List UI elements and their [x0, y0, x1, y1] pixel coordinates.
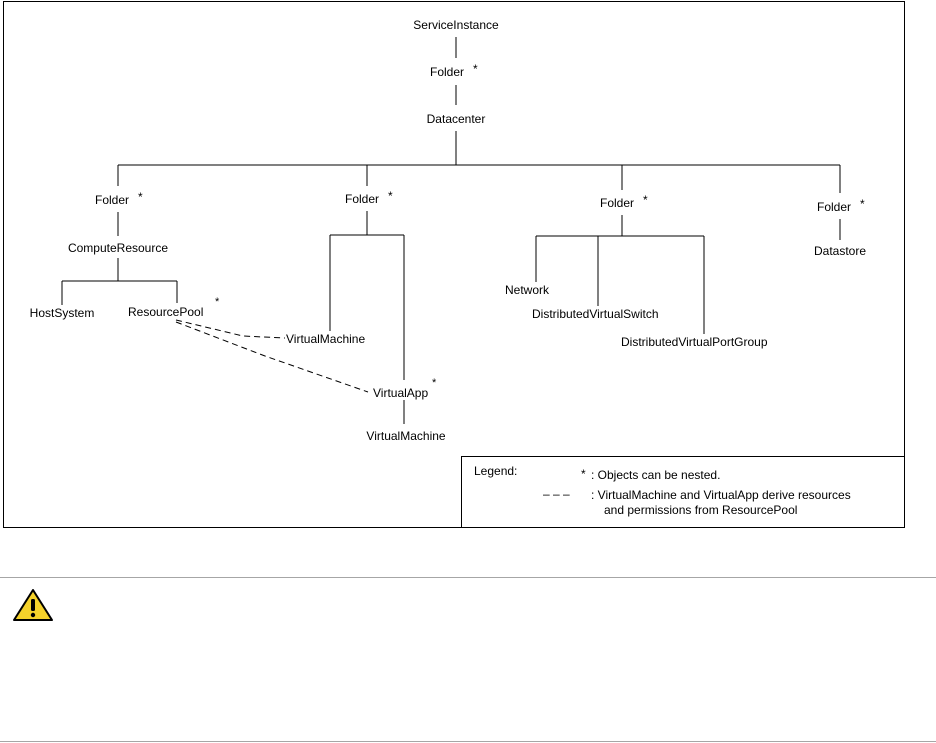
legend-dash-text-line2: and permissions from ResourcePool — [604, 503, 797, 517]
node-datacenter: Datacenter — [427, 112, 486, 126]
legend: Legend: * : Objects can be nested. – – –… — [461, 456, 905, 528]
divider-bottom — [0, 741, 936, 742]
diagram-frame — [3, 1, 905, 528]
node-resource-pool: ResourcePool — [128, 305, 203, 319]
nested-marker: * — [388, 189, 393, 203]
legend-dash-text: : VirtualMachine and VirtualApp derive r… — [591, 488, 851, 502]
tree-edges — [61, 37, 841, 424]
node-folder-host: Folder — [95, 193, 129, 207]
resource-pool-relations — [175, 319, 369, 393]
divider-top — [0, 577, 936, 578]
legend-title: Legend: — [474, 464, 517, 478]
nested-marker: * — [215, 296, 220, 308]
node-distributed-virtual-switch: DistributedVirtualSwitch — [532, 307, 659, 321]
node-folder-root: Folder — [430, 65, 464, 79]
node-distributed-virtual-portgroup: DistributedVirtualPortGroup — [621, 335, 768, 349]
node-datastore: Datastore — [814, 244, 866, 258]
warning-icon — [13, 589, 53, 621]
node-compute-resource: ComputeResource — [68, 241, 168, 255]
node-folder-vm: Folder — [345, 192, 379, 206]
legend-dash-symbol: – – – — [543, 487, 570, 501]
nested-marker: * — [432, 377, 437, 389]
nested-marker: * — [138, 190, 143, 204]
node-virtual-machine: VirtualMachine — [286, 332, 365, 346]
node-folder-datastore: Folder — [817, 200, 851, 214]
node-service-instance: ServiceInstance — [413, 18, 499, 32]
nested-marker: * — [643, 193, 648, 207]
node-host-system: HostSystem — [30, 306, 95, 320]
node-network: Network — [505, 283, 550, 297]
node-folder-network: Folder — [600, 196, 634, 210]
legend-star-text: : Objects can be nested. — [591, 468, 720, 482]
node-virtual-app: VirtualApp — [373, 386, 428, 400]
nested-marker: * — [473, 62, 478, 76]
nested-marker: * — [860, 197, 865, 211]
node-virtual-machine: VirtualMachine — [366, 429, 445, 443]
legend-box — [461, 456, 905, 528]
legend-star-symbol: * — [581, 467, 586, 481]
